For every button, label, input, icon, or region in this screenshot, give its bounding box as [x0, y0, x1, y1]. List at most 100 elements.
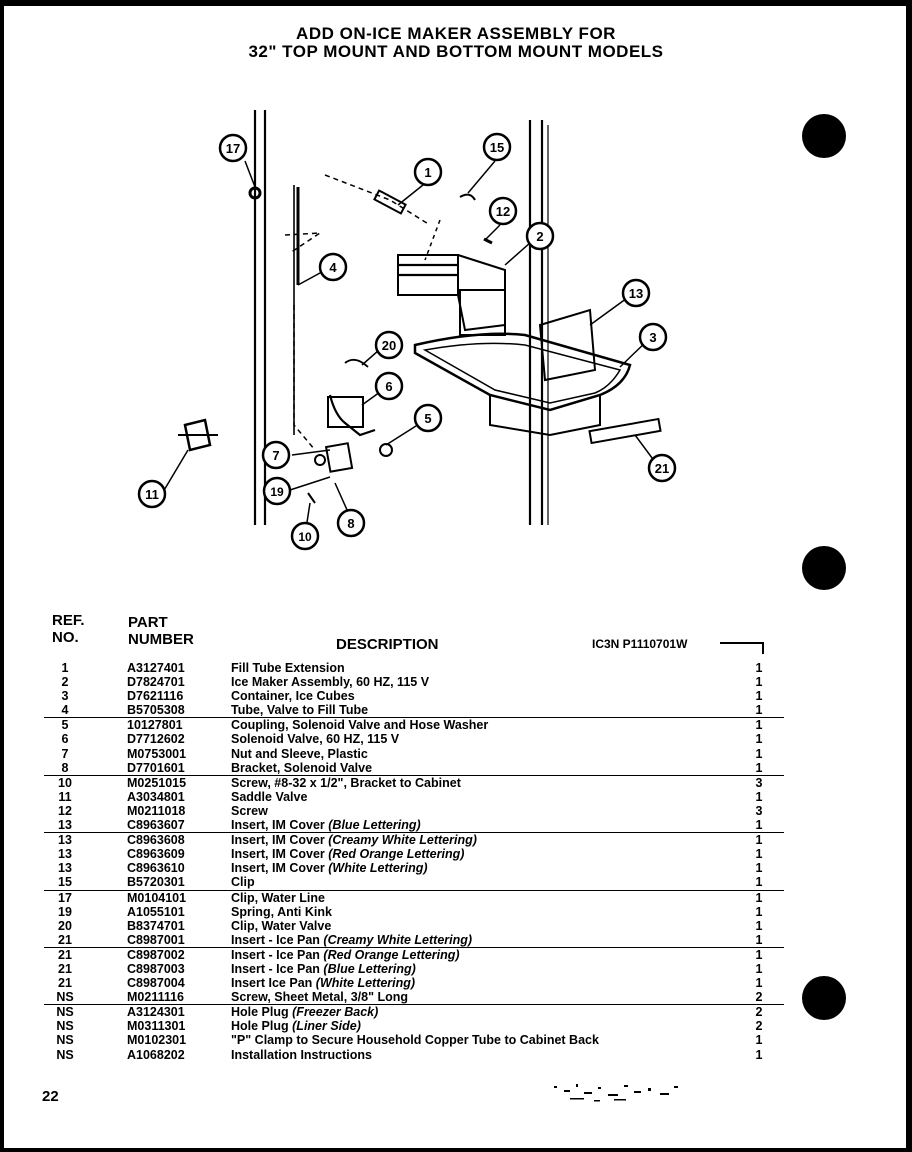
ref-no-cell: 11	[58, 789, 72, 804]
description-cell: "P" Clamp to Secure Household Copper Tub…	[231, 1033, 599, 1047]
description-note: (Creamy White Lettering)	[323, 932, 473, 947]
binder-hole-top	[802, 114, 846, 158]
ref-no-cell: 15	[58, 875, 72, 890]
callout-15-label: 15	[482, 132, 512, 162]
description-note: (Liner Side)	[292, 1019, 361, 1034]
description-text: Fill Tube Extension	[231, 661, 345, 675]
description-cell: Tube, Valve to Fill Tube	[231, 703, 368, 717]
ref-no-cell: NS	[56, 1019, 74, 1034]
svg-text:5: 5	[424, 411, 431, 426]
page-title-line-2: 32" TOP MOUNT AND BOTTOM MOUNT MODELS	[248, 42, 664, 61]
quantity-cell: 1	[755, 818, 763, 833]
description-text: Insert Ice Pan	[231, 976, 313, 991]
quantity-cell: 1	[755, 961, 763, 976]
description-cell: Hole Plug (Freezer Back)	[231, 1005, 378, 1019]
description-cell: Ice Maker Assembly, 60 HZ, 115 V	[231, 675, 429, 689]
callout-7-label: 7	[261, 440, 291, 470]
quantity-cell: 1	[755, 703, 763, 718]
quantity-cell: 1	[755, 833, 763, 848]
description-note: (White Lettering)	[315, 976, 416, 991]
part-number-cell: M0211116	[127, 990, 185, 1005]
ref-no-cell: 20	[58, 918, 72, 933]
header-description: DESCRIPTION	[336, 636, 439, 653]
part-number-cell: M0753001	[127, 746, 187, 761]
part-number-cell: D7621116	[127, 689, 184, 704]
quantity-cell: 1	[755, 689, 763, 704]
description-note: (Blue Lettering)	[328, 818, 421, 833]
part-number-cell: D7701601	[127, 760, 185, 775]
description-cell: Saddle Valve	[231, 790, 307, 804]
callout-12-label: 12	[488, 196, 518, 226]
part-number-cell: A3034801	[127, 789, 185, 804]
description-note: (Creamy White Lettering)	[328, 833, 477, 848]
description-text: Insert - Ice Pan	[231, 961, 320, 976]
description-note: (White Lettering)	[328, 861, 428, 876]
description-text: Screw	[231, 803, 268, 818]
ref-no-cell: NS	[56, 1047, 74, 1062]
header-ref-no: REF. NO.	[52, 612, 85, 646]
quantity-cell: 1	[755, 861, 763, 876]
description-text: Saddle Valve	[231, 789, 308, 804]
description-cell: Insert, IM Cover (Blue Lettering)	[231, 818, 421, 832]
quantity-cell: 1	[755, 675, 763, 690]
quantity-cell: 1	[755, 746, 763, 761]
svg-text:3: 3	[649, 330, 656, 345]
page-border-top	[0, 0, 912, 6]
ice-maker-exploded-diagram: 17 1 15 12 2 4 13 3 20 6 5 7 19 11 21 8 …	[137, 110, 677, 551]
description-text: "P" Clamp to Secure Household Copper Tub…	[231, 1033, 599, 1048]
ref-no-cell: NS	[56, 1005, 74, 1020]
description-note: (Red Orange Lettering)	[328, 847, 465, 862]
quantity-cell: 1	[755, 947, 763, 962]
svg-text:19: 19	[270, 485, 284, 499]
description-text: Spring, Anti Kink	[231, 904, 332, 919]
ref-no-cell: 10	[58, 775, 72, 790]
callout-1-label: 1	[413, 157, 443, 187]
header-part-line-2: NUMBER	[128, 631, 194, 648]
part-number-cell: C8963609	[127, 847, 185, 862]
part-number-cell: D7824701	[127, 675, 185, 690]
part-number-cell: A3127401	[127, 661, 185, 675]
ref-no-cell: 1	[61, 661, 69, 675]
part-number-cell: M0104101	[127, 890, 187, 905]
page-title-line-1: ADD ON-ICE MAKER ASSEMBLY FOR	[296, 24, 616, 43]
description-cell: Fill Tube Extension	[231, 661, 345, 675]
part-number-cell: A3124301	[127, 1005, 185, 1020]
description-text: Installation Instructions	[231, 1047, 372, 1062]
description-cell: Insert Ice Pan (White Lettering)	[231, 976, 415, 990]
reference-bracket	[720, 642, 764, 654]
description-text: Clip, Water Valve	[231, 918, 332, 933]
ref-no-cell: 4	[61, 703, 69, 718]
quantity-cell: 1	[755, 1047, 763, 1062]
callout-8-label: 8	[336, 508, 366, 538]
description-text: Clip, Water Line	[231, 890, 325, 905]
description-text: Coupling, Solenoid Valve and Hose Washer	[231, 718, 489, 733]
description-cell: Clip	[231, 875, 255, 889]
description-cell: Coupling, Solenoid Valve and Hose Washer	[231, 718, 488, 732]
svg-text:7: 7	[272, 448, 279, 463]
svg-text:1: 1	[424, 165, 431, 180]
ref-no-cell: 7	[61, 746, 69, 761]
callout-6-label: 6	[374, 371, 404, 401]
description-text: Screw, #8-32 x 1/2", Bracket to Cabinet	[231, 775, 461, 790]
part-number-cell: C8987001	[127, 932, 185, 947]
description-cell: Insert - Ice Pan (Blue Lettering)	[231, 962, 416, 976]
quantity-cell: 3	[755, 775, 763, 790]
callout-2-label: 2	[525, 221, 555, 251]
quantity-cell: 1	[755, 918, 763, 933]
svg-text:11: 11	[145, 487, 159, 502]
description-cell: Spring, Anti Kink	[231, 905, 332, 919]
